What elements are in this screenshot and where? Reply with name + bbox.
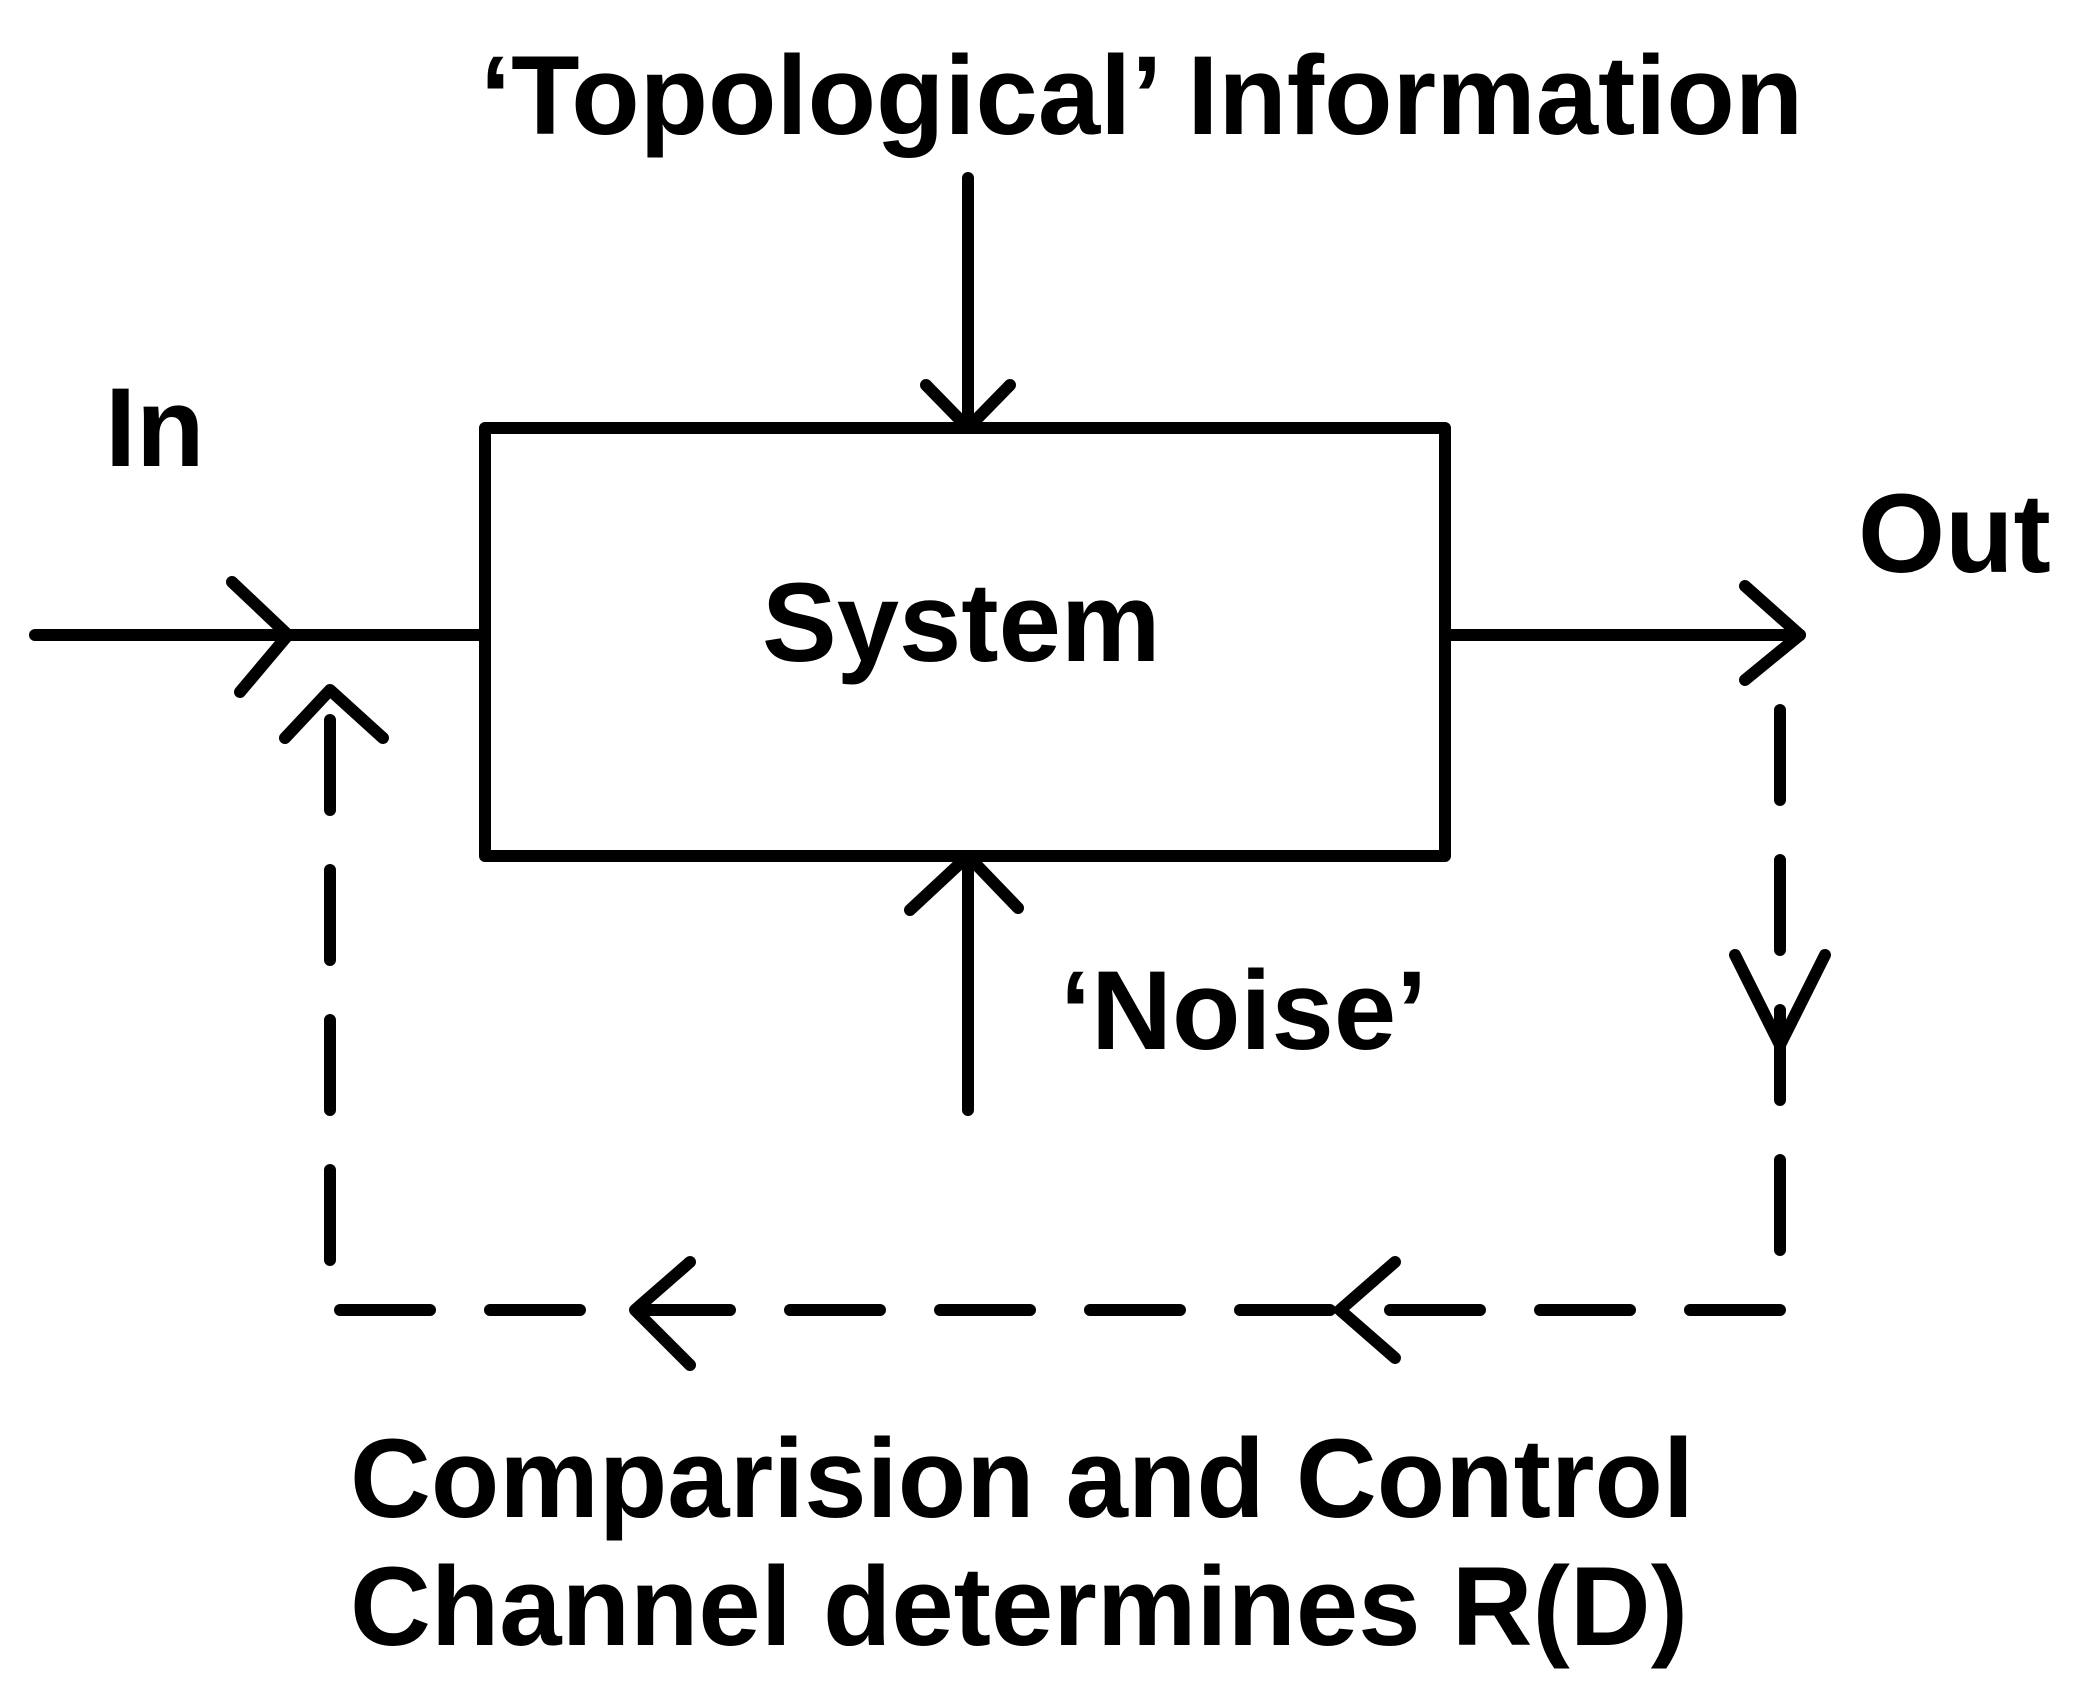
system-label: System	[762, 560, 1161, 685]
feedback-up-arrowhead	[279, 684, 389, 744]
output-arrowhead	[1739, 580, 1806, 686]
noise-arrowhead	[904, 850, 1024, 916]
out-label: Out	[1858, 471, 2051, 596]
feedback-dashed-path	[324, 684, 1786, 1316]
topological-arrowhead	[920, 379, 1016, 434]
in-label: In	[105, 365, 205, 490]
feedback-left-arrowhead-2	[629, 1256, 696, 1371]
input-arrowhead	[226, 576, 294, 698]
caption: Comparision and Control Channel determin…	[350, 1415, 1694, 1670]
noise-label: ‘Noise’	[1060, 948, 1428, 1073]
topological-information-label: ‘Topological’ Information	[480, 33, 1804, 158]
feedback-left-arrowhead-1	[1334, 1256, 1401, 1364]
feedback-down-arrowhead	[1729, 949, 1831, 1051]
caption-line-1: Comparision and Control	[350, 1416, 1694, 1541]
caption-line-2: Channel determines R(D)	[350, 1543, 1688, 1669]
